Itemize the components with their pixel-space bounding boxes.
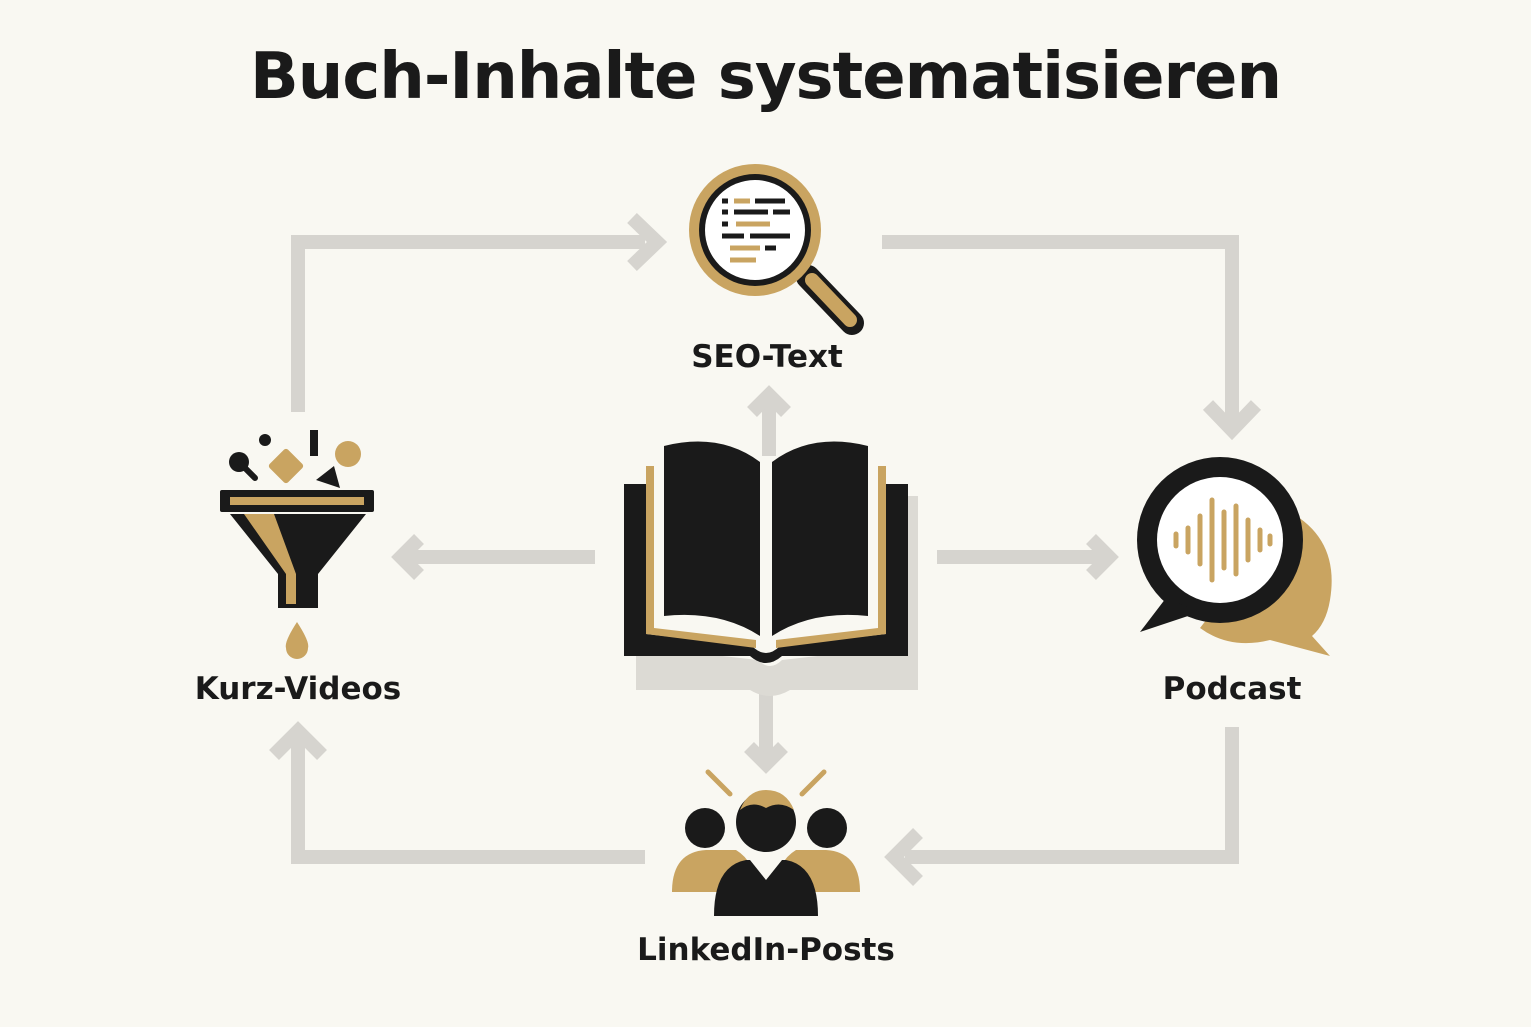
arrow-book-to-kurzvideos <box>391 534 595 580</box>
node-label-linkedin-posts: LinkedIn-Posts <box>637 932 895 968</box>
arrow-book-to-linkedin <box>744 694 788 774</box>
people-group-icon <box>672 769 860 916</box>
node-label-seo-text: SEO-Text <box>691 339 843 375</box>
node-label-kurz-videos: Kurz-Videos <box>194 671 402 707</box>
open-book-icon <box>624 441 918 696</box>
arrow-book-to-podcast <box>937 534 1119 580</box>
page-title: Buch-Inhalte systematisieren <box>249 40 1282 114</box>
arrow-linkedin-to-kurzvideos <box>269 721 645 864</box>
arrow-book-to-seotext <box>747 385 791 456</box>
node-label-podcast: Podcast <box>1162 671 1302 707</box>
arrow-kurzvideos-to-seotext <box>291 212 668 412</box>
arrow-seotext-to-podcast <box>882 235 1262 441</box>
funnel-icon <box>220 430 374 659</box>
podcast-speech-bubble-icon <box>1137 457 1332 656</box>
arrow-podcast-to-linkedin <box>884 727 1239 886</box>
magnifier-text-icon <box>689 164 864 335</box>
